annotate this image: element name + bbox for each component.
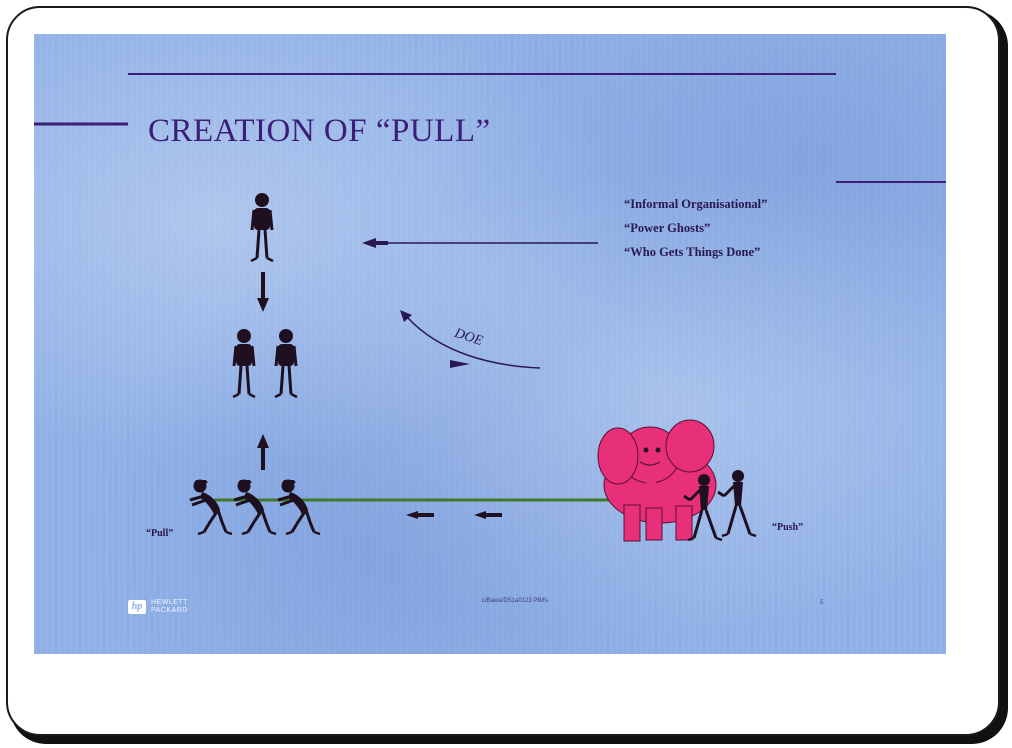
push-label: “Push”	[772, 522, 803, 533]
arrow-left-icon	[362, 238, 598, 248]
footer-code: c/Bawa/DS1a0123 PB/fs	[482, 598, 548, 604]
leader-person-icon	[251, 193, 273, 261]
middle-person-icon	[275, 329, 297, 397]
arrow-left-icon	[474, 511, 502, 519]
informal-labels: “Informal Organisational” “Power Ghosts”…	[624, 192, 767, 264]
pulling-person-icon	[190, 480, 232, 535]
arrow-down-icon	[257, 272, 269, 312]
hp-logo-mark: hp	[128, 600, 146, 614]
hp-logo: hp HEWLETT PACKARD	[128, 599, 188, 615]
middle-person-icon	[233, 329, 255, 397]
pull-label: “Pull”	[146, 528, 173, 539]
hp-logo-text: HEWLETT PACKARD	[151, 599, 188, 615]
arrow-left-icon	[406, 511, 434, 519]
pushing-person-icon	[718, 470, 756, 536]
slide-title: CREATION OF “PULL”	[148, 113, 491, 150]
label-power-ghosts: “Power Ghosts”	[624, 216, 767, 240]
page-number: 5	[820, 600, 823, 606]
pulling-person-icon	[278, 480, 320, 535]
label-who-gets-things-done: “Who Gets Things Done”	[624, 240, 767, 264]
arrow-up-icon	[257, 434, 269, 470]
label-informal-organisational: “Informal Organisational”	[624, 192, 767, 216]
pulling-person-icon	[234, 480, 276, 535]
